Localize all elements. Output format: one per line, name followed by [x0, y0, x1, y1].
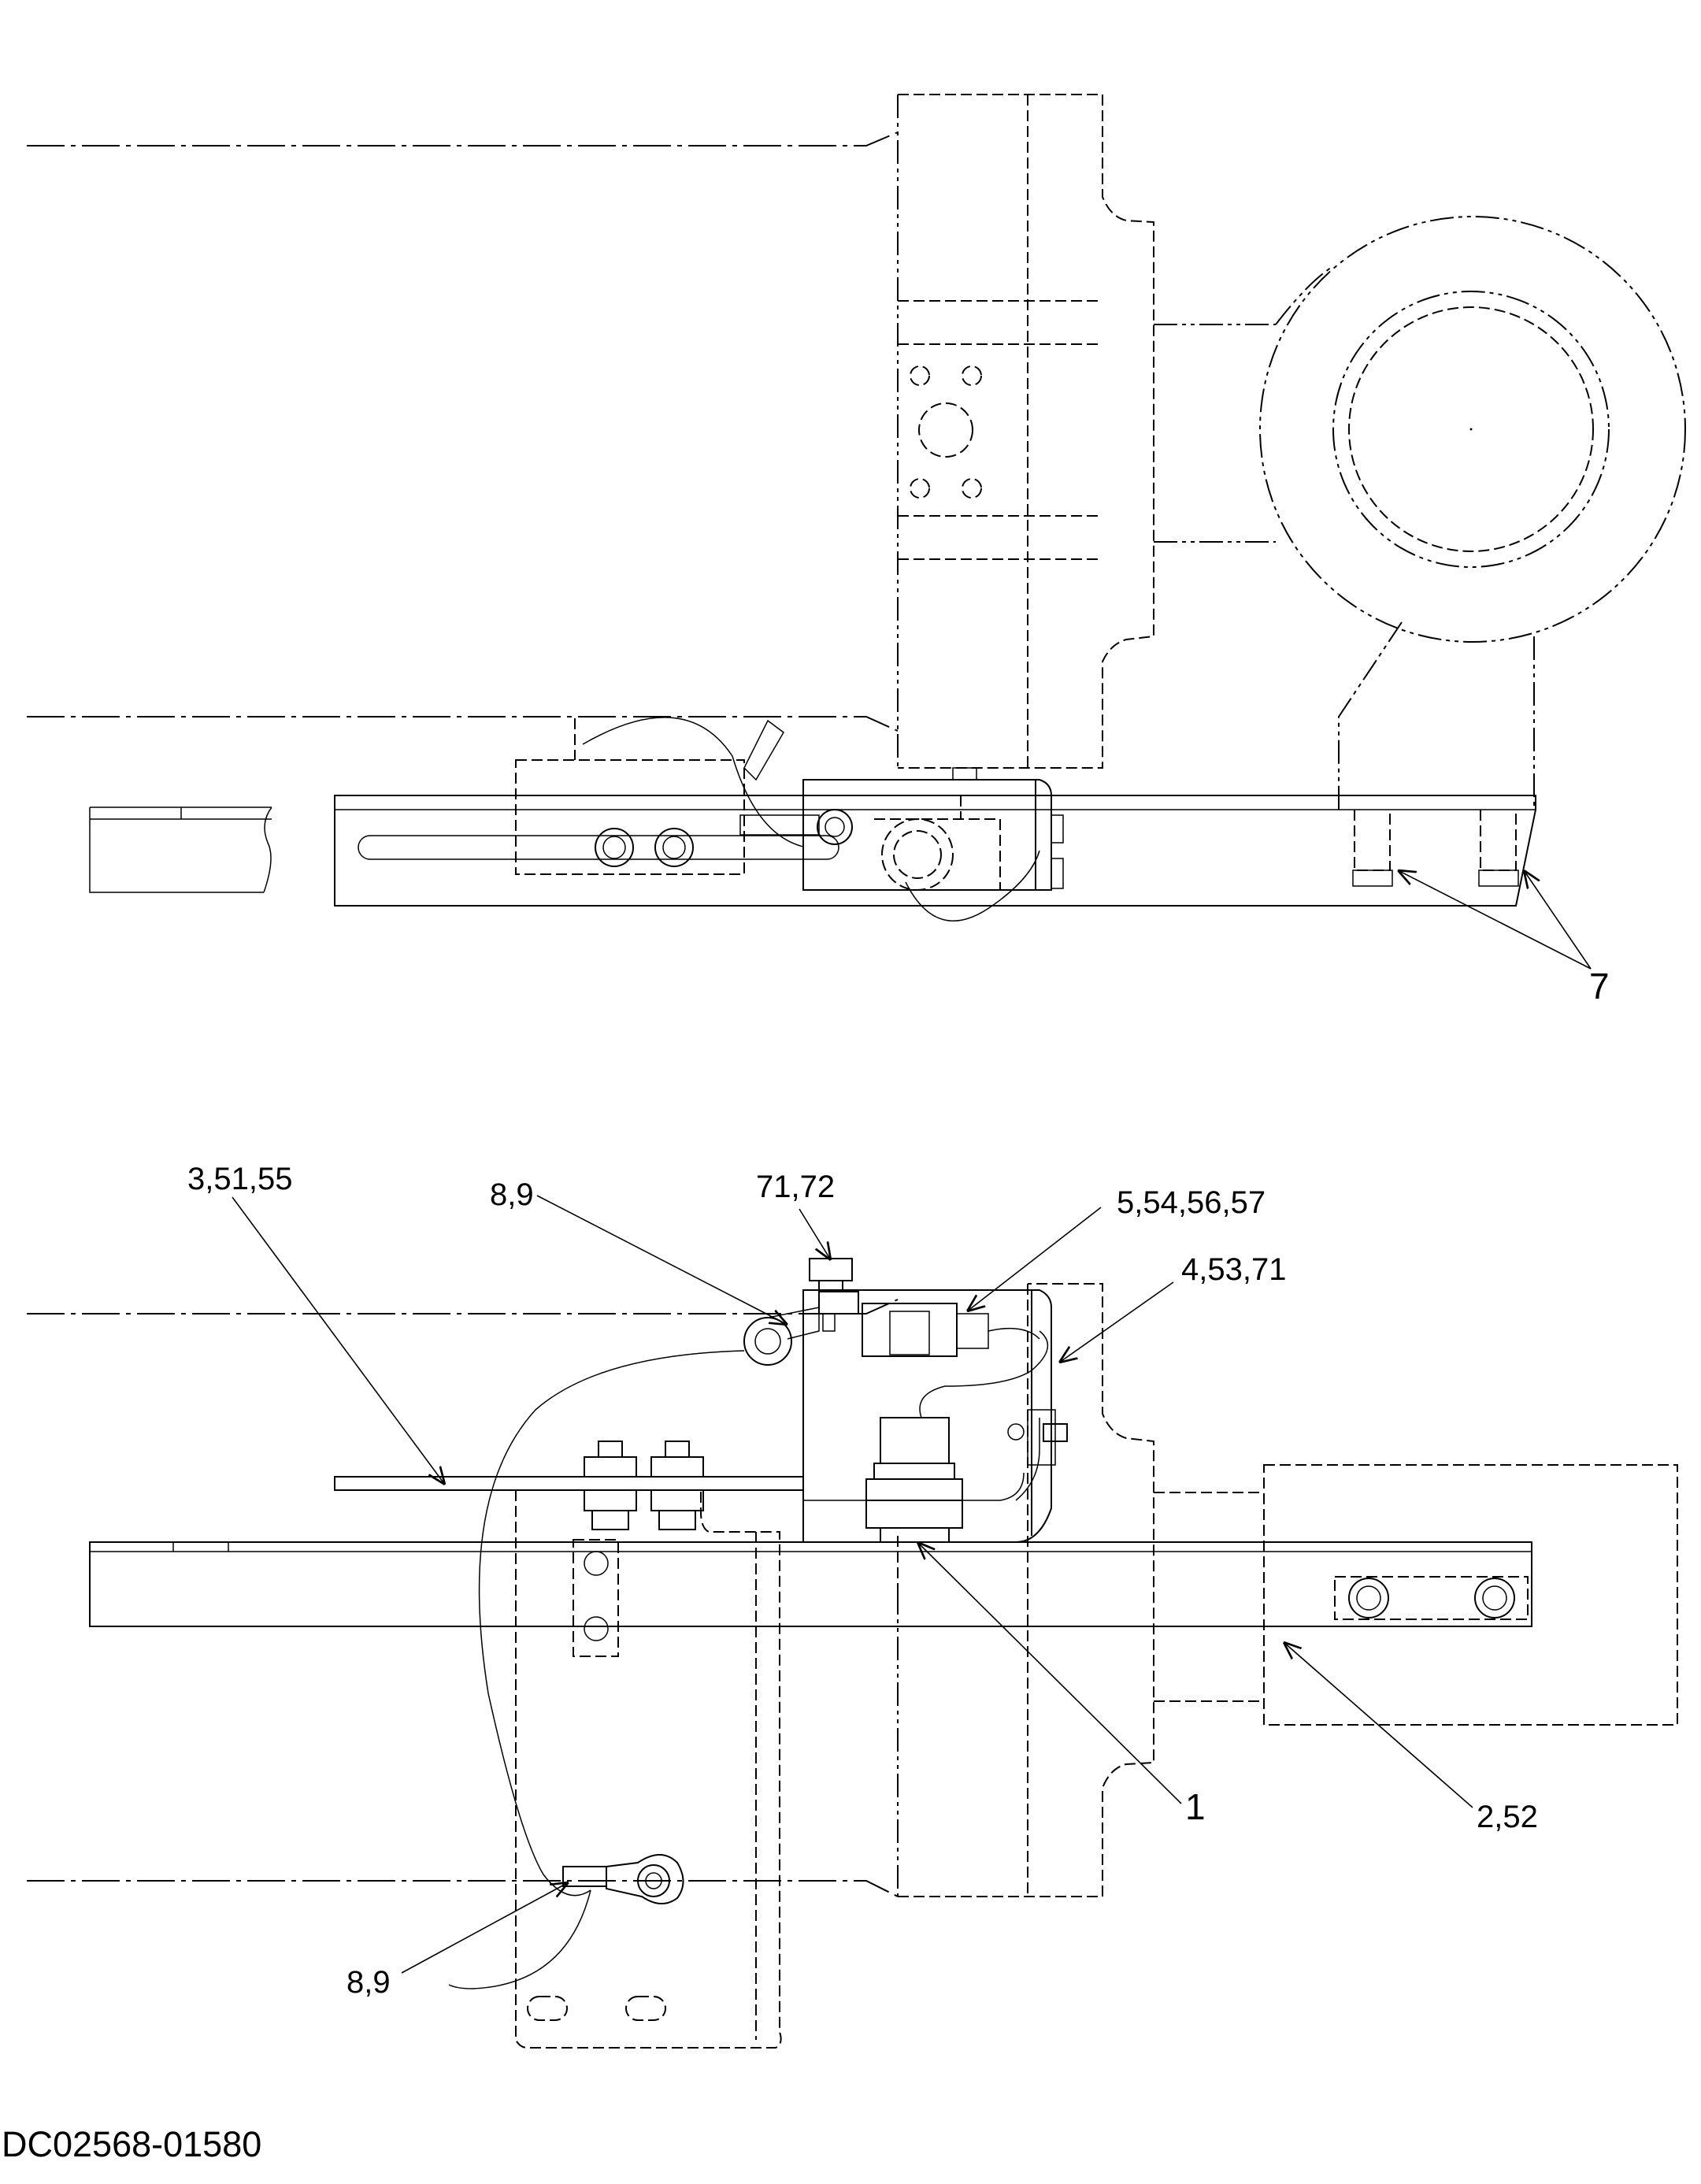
callout-8-9-bottom: 8,9 — [346, 1965, 391, 2000]
callout-8-9-top: 8,9 — [490, 1177, 534, 1212]
callout-2-52: 2,52 — [1477, 1800, 1538, 1834]
top-view: 7 — [27, 94, 1686, 1007]
drawing-number: DC02568-01580 — [2, 2124, 262, 2164]
callout-4-53-71: 4,53,71 — [1181, 1252, 1286, 1287]
callout-71-72: 71,72 — [756, 1170, 835, 1204]
callout-1: 1 — [1185, 1786, 1206, 1827]
callout-5-54-56-57: 5,54,56,57 — [1117, 1185, 1266, 1220]
bottom-view: 3,51,55 8,9 71,72 5,54,56,57 4,53,71 1 2… — [27, 1162, 1678, 2049]
callout-3-51-55: 3,51,55 — [187, 1162, 292, 1196]
callout-7: 7 — [1589, 966, 1610, 1007]
